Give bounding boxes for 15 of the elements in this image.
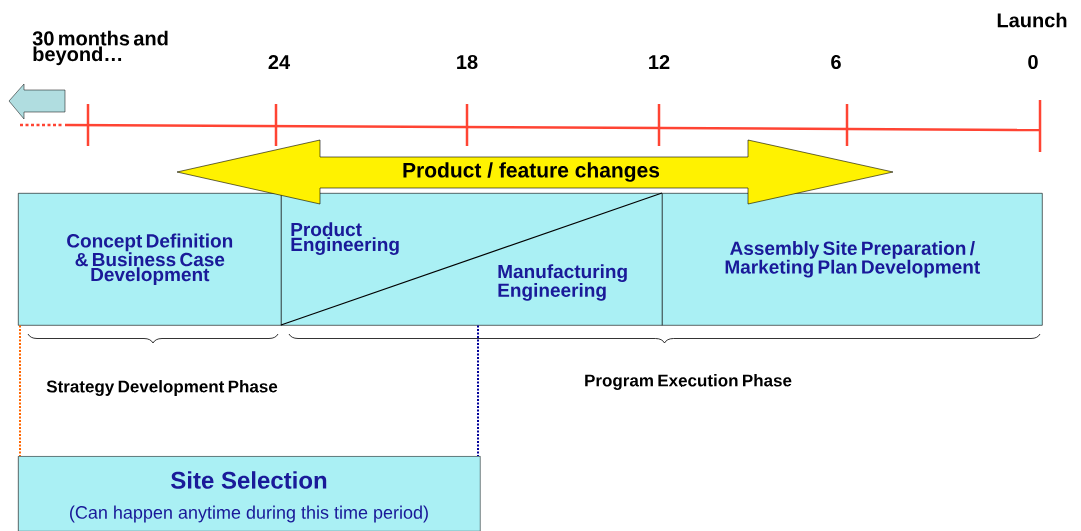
process-box: Concept Definition & Business Case Development [18, 193, 282, 326]
process-box: Product Engineering Manufacturing Engineering [280, 192, 663, 326]
phase-label: Program Execution Phase [585, 374, 792, 390]
time-label: Launch [997, 12, 1067, 28]
dotted-connector [19, 324, 21, 457]
process-box: Site Selection (Can happen anytime during this time period) [18, 456, 481, 531]
time-label: 24 [268, 55, 290, 69]
time-label: 30 months and beyond… [32, 30, 168, 66]
time-label: 0 [1028, 54, 1038, 70]
phase-label: Strategy Development Phase [46, 380, 278, 396]
process-box: Assembly Site Preparation / Marketing Plan Development [662, 193, 1043, 326]
time-label: 18 [457, 54, 478, 70]
time-label: 6 [831, 54, 841, 70]
time-label: 12 [649, 55, 670, 69]
dotted-connector [477, 324, 479, 457]
